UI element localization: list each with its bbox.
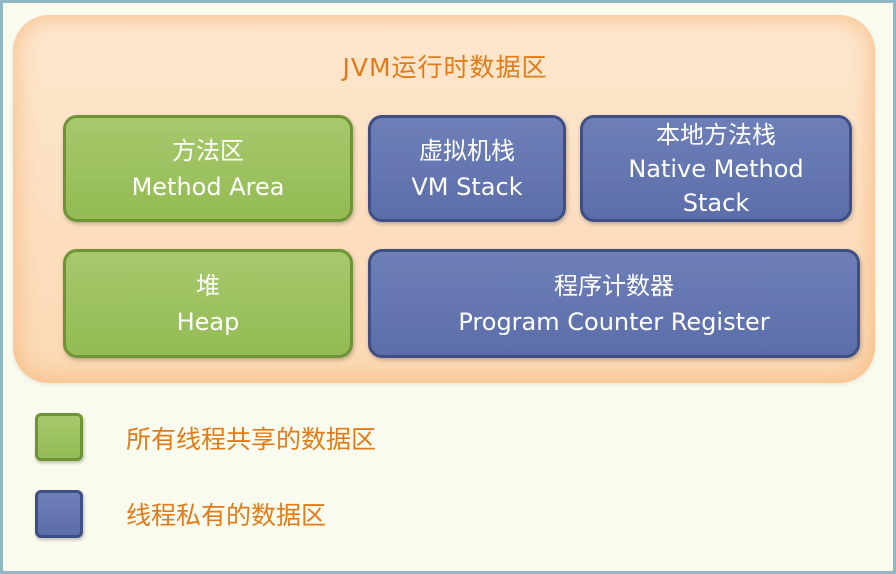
vm-stack-cn: 虚拟机栈 [419, 136, 515, 165]
heap-cn: 堆 [196, 271, 220, 300]
native-stack-en-line2: Stack [682, 188, 750, 217]
legend-shared-label: 所有线程共享的数据区 [126, 425, 377, 454]
native-method-stack-box: 本地方法栈 Native Method Stack [580, 115, 852, 222]
vm-stack-en: VM Stack [411, 172, 523, 201]
method-area-box: 方法区 Method Area [63, 115, 353, 222]
legend-private-swatch [35, 490, 83, 538]
native-stack-cn: 本地方法栈 [656, 120, 776, 149]
runtime-title: JVM运行时数据区 [342, 53, 548, 82]
pc-register-cn: 程序计数器 [554, 271, 674, 300]
legend-private-label: 线程私有的数据区 [126, 501, 327, 530]
pc-register-en: Program Counter Register [458, 307, 770, 336]
legend-shared-swatch [35, 413, 83, 461]
vm-stack-box: 虚拟机栈 VM Stack [368, 115, 566, 222]
heap-en: Heap [176, 307, 240, 336]
method-area-en: Method Area [131, 172, 285, 201]
heap-box: 堆 Heap [63, 249, 353, 358]
method-area-cn: 方法区 [172, 136, 244, 165]
program-counter-register-box: 程序计数器 Program Counter Register [368, 249, 860, 358]
native-stack-en-line1: Native Method [628, 154, 804, 183]
